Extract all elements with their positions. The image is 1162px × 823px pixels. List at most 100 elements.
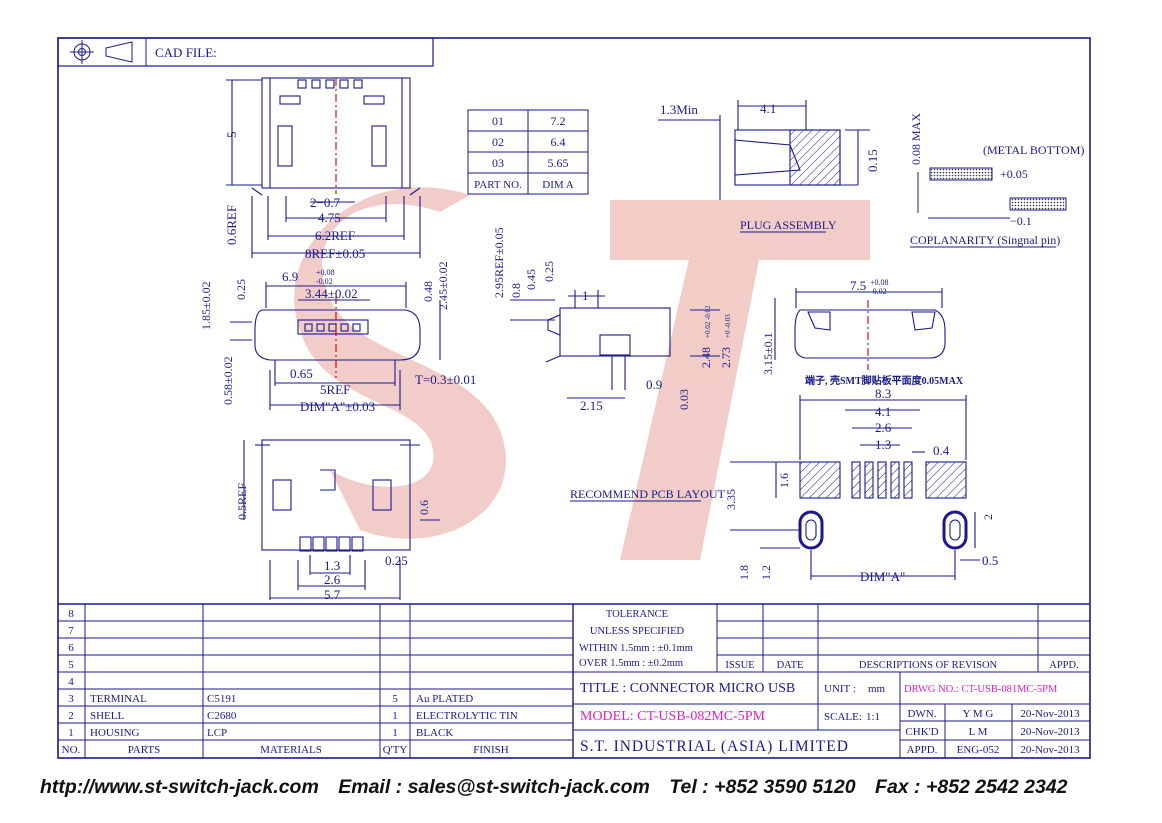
dim-7-5-tol-dn: -0.02 <box>870 287 887 296</box>
model-number: MODEL: CT-USB-082MC-5PM <box>580 709 766 724</box>
dim-bottom-0-25: 0.25 <box>385 553 408 568</box>
bom-material: C2680 <box>207 710 237 722</box>
dim-1-3min: 1.3Min <box>660 102 698 117</box>
telephone-text: Tel : +852 3590 5120 <box>669 776 856 798</box>
coplanarity-minus: −0.1 <box>1010 214 1032 228</box>
dim-0-5ref: 0.5REF <box>235 483 249 520</box>
appd-value: ENG-052 <box>957 744 1000 756</box>
pcb-layout-label: RECOMMEND PCB LAYOUT <box>570 487 726 501</box>
bom-table <box>58 603 1090 758</box>
bom-header-parts: PARTS <box>128 744 161 756</box>
bom-header-qty: Q'TY <box>383 744 408 756</box>
chkd-date: 20-Nov-2013 <box>1020 726 1080 738</box>
bom-no: 3 <box>68 693 74 705</box>
descriptions-header: DESCRIPTIONS OF REVISON <box>859 660 998 671</box>
fax-text: Fax : +852 2542 2342 <box>875 776 1068 798</box>
scale-label: SCALE: <box>824 711 862 723</box>
website-link[interactable]: http://www.st-switch-jack.com <box>40 776 319 798</box>
front-view <box>230 282 441 410</box>
dim-3-15: 3.15±0.1 <box>761 332 775 375</box>
bom-row-4: 4 <box>68 676 74 688</box>
bom-parts: TERMINAL <box>90 693 147 705</box>
plug-assembly-view <box>658 100 870 200</box>
dim-2-48-tol: +0.02 -0.02 <box>704 305 712 338</box>
bom-qty: 1 <box>392 710 398 722</box>
dim-2-73: 2.73 <box>719 347 733 368</box>
dim-2-48: 2.48 <box>699 347 713 368</box>
appd-header: APPD. <box>1049 660 1078 671</box>
dim-2-95ref: 2.95REF±0.05 <box>492 227 506 298</box>
front-right-view <box>774 288 946 370</box>
outer-border <box>57 37 1091 759</box>
company-name: S.T. INDUSTRIAL (ASIA) LIMITED <box>580 738 849 755</box>
dim-3-44: 3.44±0.02 <box>305 286 358 301</box>
top-view <box>226 77 421 258</box>
dim-side-0-8: 0.8 <box>509 283 523 298</box>
bom-header-no: NO. <box>62 744 81 756</box>
date-header: DATE <box>777 660 804 671</box>
bom-row-7: 7 <box>68 625 74 637</box>
dim-pcb-0-5: 0.5 <box>982 553 998 568</box>
dim-0-6ref: 0.6REF <box>224 205 239 245</box>
dim-0-08max: 0.08 MAX <box>909 113 923 165</box>
table-header-dim: DIM A <box>542 179 574 191</box>
dim-pcb-2: 2 <box>981 514 995 520</box>
coplanarity-view <box>917 167 1067 219</box>
dim-6-9-tol-up: +0.08 <box>316 268 335 277</box>
dim-0-58: 0.58±0.02 <box>221 356 235 405</box>
appd-date: 20-Nov-2013 <box>1020 744 1080 756</box>
dim-5ref: 5REF <box>320 382 350 397</box>
dim-pcb-1-3: 1.3 <box>875 437 891 452</box>
bottom-view <box>243 439 440 600</box>
table-part-02: 02 <box>492 135 504 149</box>
unit-label: UNIT : <box>824 683 856 695</box>
dim-pcb-1-6: 1.6 <box>777 473 791 488</box>
bom-finish: BLACK <box>416 727 453 739</box>
dim-pcb-2-6: 2.6 <box>875 420 892 435</box>
dim-pcb-1-8: 1.8 <box>737 565 751 580</box>
tolerance-within: WITHIN 1.5mm : ±0.1mm <box>579 643 693 654</box>
dim-plug-4-1: 4.1 <box>760 101 776 116</box>
dim-2-0-7: 2−0.7 <box>310 195 341 210</box>
bom-row-6: 6 <box>68 642 74 654</box>
drawing-number: DRWG NO.: CT-USB-081MC-5PM <box>904 684 1058 695</box>
dim-5: 5 <box>224 132 239 139</box>
dwn-label: DWN. <box>907 708 936 720</box>
plug-assembly-label: PLUG ASSEMBLY <box>740 218 837 232</box>
dim-pcb-dim-a: DIM"A" <box>860 569 905 584</box>
projection-symbol-icon <box>70 40 133 64</box>
bom-row-8: 8 <box>68 608 74 620</box>
dim-pcb-3-35: 3.35 <box>724 489 738 510</box>
bom-material: LCP <box>207 727 227 739</box>
dim-0-48: 0.48 <box>421 281 435 302</box>
cad-file-label: CAD FILE: <box>155 45 217 60</box>
metal-bottom-label: (METAL BOTTOM) <box>983 143 1084 157</box>
table-header-part: PART NO. <box>474 179 522 191</box>
email-text[interactable]: Email : sales@st-switch-jack.com <box>338 776 650 798</box>
dim-2-45: 2.45±0.02 <box>436 261 450 310</box>
dim-4-75: 4.75 <box>318 210 341 225</box>
scale-value: 1:1 <box>866 711 880 723</box>
dim-side-0-45: 0.45 <box>524 269 538 290</box>
dim-0-03: 0.03 <box>677 389 691 410</box>
coplanarity-plus: +0.05 <box>1000 167 1028 181</box>
table-dim-03: 5.65 <box>548 156 569 170</box>
dim-front-0-25: 0.25 <box>234 279 248 300</box>
dim-thickness: T=0.3±0.01 <box>415 372 476 387</box>
svg-text:ST: ST <box>0 0 2 1</box>
coplanarity-label: COPLANARITY (Singnal pin) <box>910 233 1060 247</box>
bom-row-5: 5 <box>68 659 74 671</box>
dim-0-9: 0.9 <box>646 377 662 392</box>
dim-7-5: 7.5 <box>850 278 866 293</box>
dim-2-73-tol: +0 -0.03 <box>724 314 732 338</box>
dim-pcb-1-2: 1.2 <box>759 565 773 580</box>
bom-parts: SHELL <box>90 710 125 722</box>
dim-side-1: 1 <box>582 288 589 303</box>
chkd-label: CHK'D <box>905 726 938 738</box>
dim-side-0-25: 0.25 <box>542 261 556 282</box>
tolerance-over: OVER 1.5mm : ±0.2mm <box>579 658 683 669</box>
tolerance-label: TOLERANCE <box>606 609 668 620</box>
bom-header-finish: FINISH <box>473 744 509 756</box>
dim-6-9-tol-dn: -0.02 <box>316 277 333 286</box>
